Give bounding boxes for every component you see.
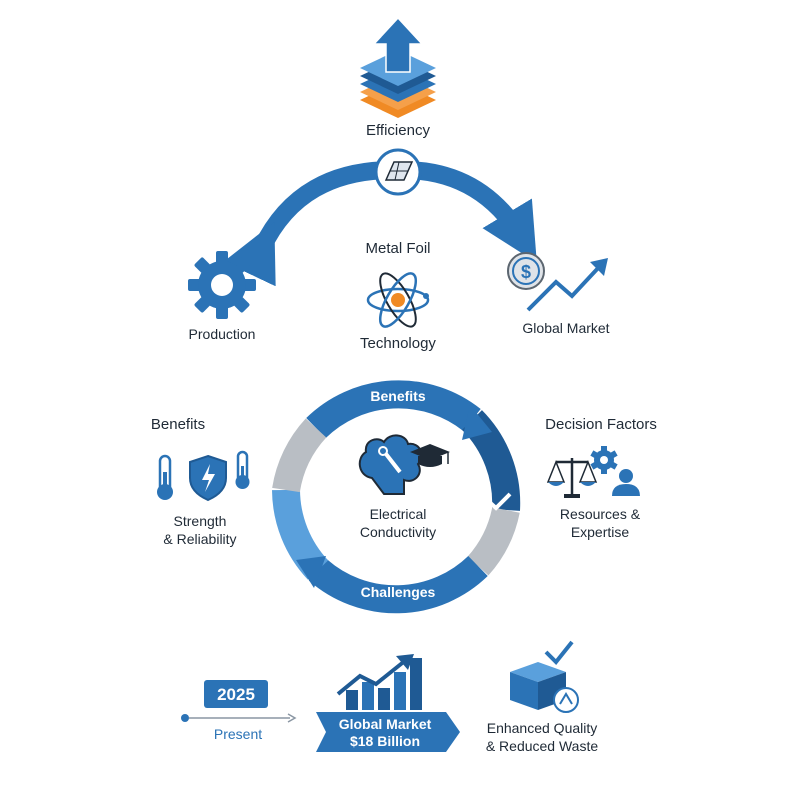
conductivity-label: Conductivity — [359, 524, 437, 540]
resources-label: Resources & — [559, 506, 641, 522]
expertise-label: Expertise — [570, 524, 630, 540]
production-label: Production — [188, 326, 256, 342]
market-banner-line1: Global Market — [338, 716, 432, 732]
dollar-coin-icon — [507, 252, 545, 290]
layers-up-arrow-icon — [360, 16, 436, 118]
thermometer-icon — [235, 450, 250, 489]
scale-icon — [546, 458, 598, 498]
strength-label: Strength — [173, 513, 227, 529]
year-label: 2025 — [217, 685, 255, 704]
cycle-challenges-label: Challenges — [360, 584, 436, 600]
shield-lightning-icon — [189, 454, 227, 502]
global-market-label: Global Market — [522, 320, 610, 336]
electrical-label: Electrical — [369, 506, 427, 522]
thermometer-icon — [157, 454, 173, 500]
person-icon — [612, 469, 640, 496]
box-recycle-icon — [510, 662, 579, 713]
atom-icon — [366, 272, 430, 328]
cycle-benefits-label: Benefits — [370, 388, 426, 404]
bar-chart-trend-icon — [336, 654, 422, 710]
left-benefits-title: Benefits — [150, 416, 206, 433]
checkmark-icon — [544, 640, 574, 665]
gear-icon — [188, 251, 256, 319]
year-badge — [204, 680, 268, 708]
solar-panel-icon — [374, 148, 422, 196]
market-banner-line2: $18 Billion — [349, 733, 421, 749]
decision-factors-title: Decision Factors — [545, 416, 657, 433]
efficiency-label: Efficiency — [366, 122, 430, 139]
metal-foil-label: Metal Foil — [365, 240, 431, 257]
market-banner — [316, 712, 460, 752]
gear-icon — [590, 446, 618, 474]
quality-label: Enhanced Quality — [486, 720, 598, 736]
brain-wrench-icon — [358, 434, 423, 495]
cycle-ring — [272, 380, 521, 614]
reliability-label: & Reliability — [163, 531, 237, 547]
dollar-sign: $ — [521, 262, 531, 282]
graduation-cap-icon — [410, 444, 450, 467]
trend-up-arrow-icon — [526, 258, 608, 312]
timeline-line — [181, 713, 297, 723]
technology-label: Technology — [360, 335, 436, 352]
present-label: Present — [213, 726, 263, 742]
waste-label: & Reduced Waste — [485, 738, 599, 754]
checkmark-icon — [484, 492, 512, 511]
